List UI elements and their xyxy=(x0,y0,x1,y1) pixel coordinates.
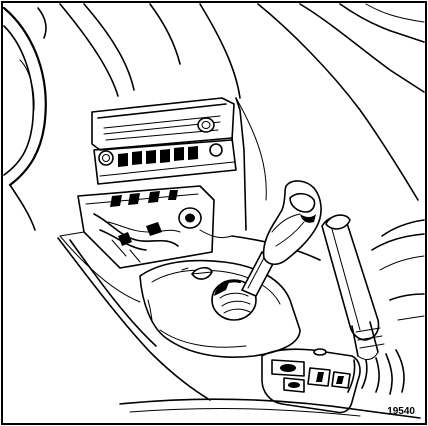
figure-reference-number: 19540 xyxy=(387,406,415,417)
radio-unit xyxy=(91,97,235,166)
dashboard xyxy=(59,3,425,201)
open-compartment xyxy=(59,185,215,303)
window-switch-panel xyxy=(261,348,361,414)
heater-controls xyxy=(93,137,237,185)
handbrake xyxy=(321,214,405,395)
console-body xyxy=(57,97,421,419)
gear-bezel xyxy=(139,259,301,358)
gear-lever-boot xyxy=(211,279,257,321)
right-seat xyxy=(371,219,425,321)
gear-lever xyxy=(241,180,322,297)
steering-wheel xyxy=(2,6,47,231)
